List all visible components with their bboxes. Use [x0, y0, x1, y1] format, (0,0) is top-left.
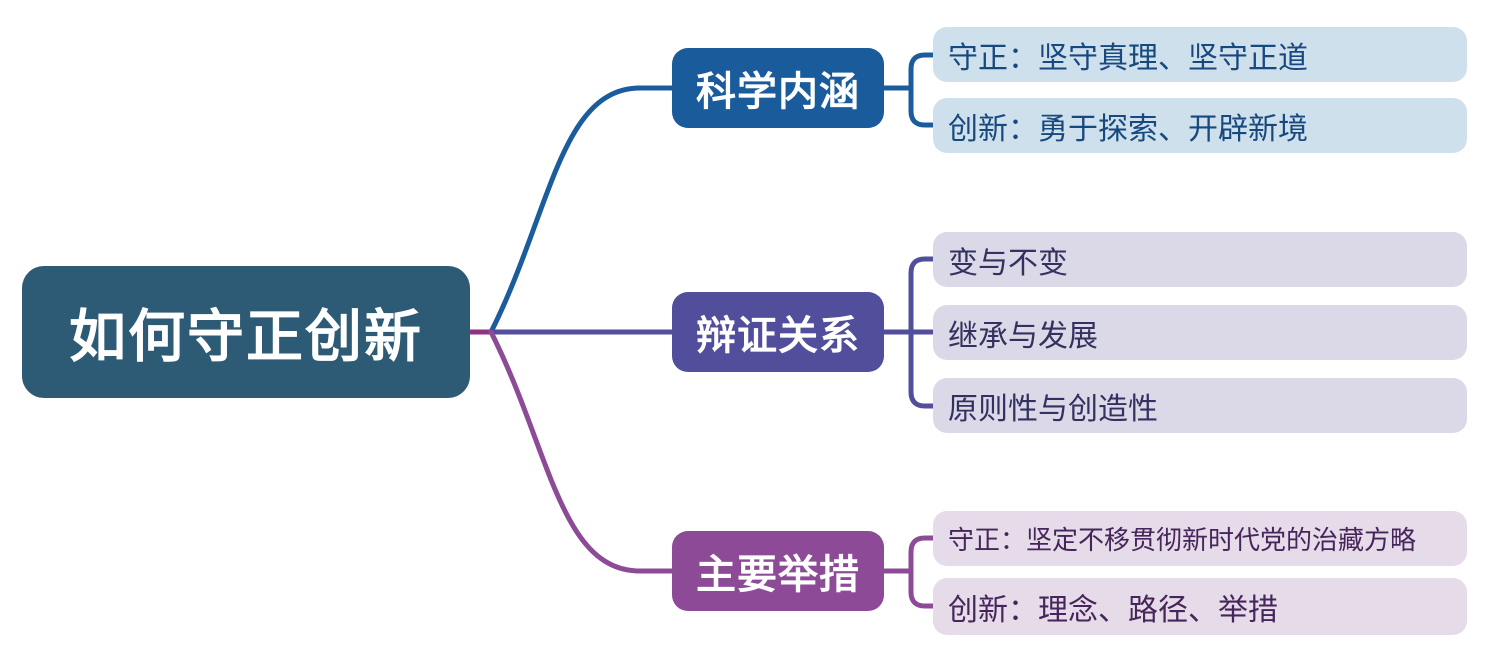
leaf-node-label: 原则性与创造性 — [948, 392, 1158, 426]
branch-node-dialectical-relation[interactable]: 辩证关系 — [672, 292, 884, 372]
leaf-node-label: 创新：理念、路径、举措 — [948, 593, 1278, 627]
root-node-label: 如何守正创新 — [69, 305, 423, 369]
connector-root-to-branch-1 — [488, 85, 675, 335]
leaf-node-label: 变与不变 — [948, 246, 1068, 280]
leaf-node-label: 守正：坚定不移贯彻新时代党的治藏方略 — [948, 525, 1417, 555]
leaf-node[interactable]: 守正：坚定不移贯彻新时代党的治藏方略 — [933, 511, 1467, 566]
connector-root-to-branch-3 — [488, 329, 675, 574]
root-node[interactable]: 如何守正创新 — [22, 266, 470, 398]
connector-branch-2-bracket — [908, 256, 936, 409]
leaf-node-label: 守正：坚守真理、坚守正道 — [948, 41, 1308, 75]
leaf-node[interactable]: 变与不变 — [933, 232, 1467, 287]
leaf-node[interactable]: 创新：理念、路径、举措 — [933, 578, 1467, 635]
branch-node-main-measures[interactable]: 主要举措 — [672, 531, 884, 611]
leaf-node[interactable]: 原则性与创造性 — [933, 378, 1467, 433]
leaf-node[interactable]: 创新：勇于探索、开辟新境 — [933, 98, 1467, 153]
connector-branch-1-bracket — [908, 52, 936, 128]
leaf-node-label: 继承与发展 — [948, 319, 1098, 353]
branch-node-scientific-meaning[interactable]: 科学内涵 — [672, 48, 884, 128]
branch-node-label: 科学内涵 — [696, 70, 860, 114]
leaf-node[interactable]: 继承与发展 — [933, 305, 1467, 360]
leaf-node-label: 创新：勇于探索、开辟新境 — [948, 112, 1308, 146]
leaf-node[interactable]: 守正：坚守真理、坚守正道 — [933, 27, 1467, 82]
branch-node-label: 辩证关系 — [696, 314, 860, 358]
connector-branch-3-bracket — [908, 535, 936, 609]
branch-node-label: 主要举措 — [696, 553, 860, 597]
